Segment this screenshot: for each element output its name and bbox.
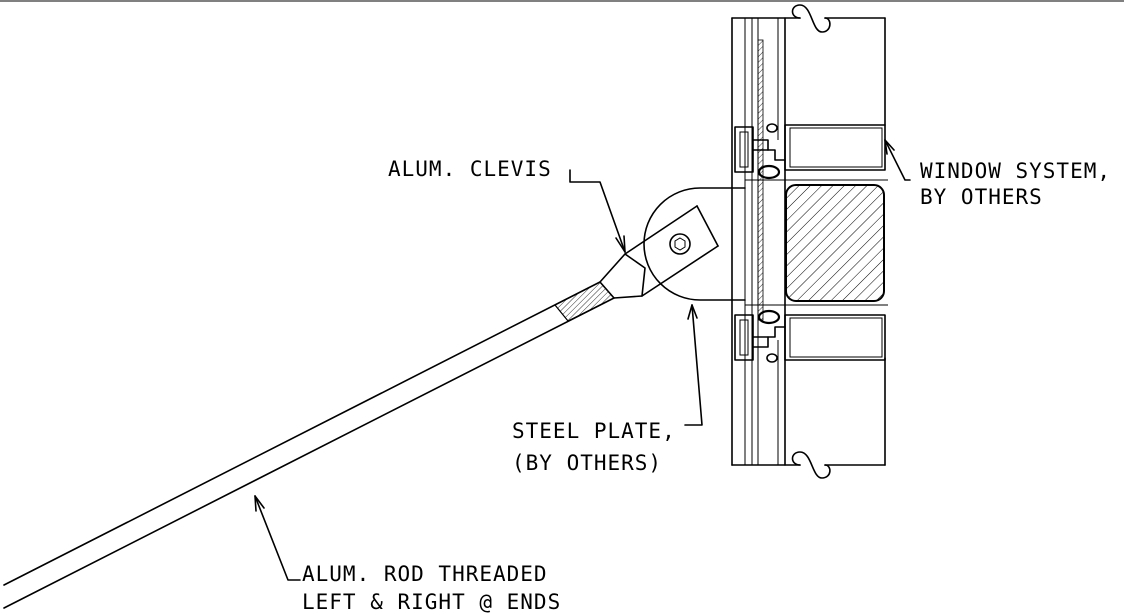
label-window-system-line1: WINDOW SYSTEM, bbox=[920, 159, 1111, 183]
label-steel-plate-line1: STEEL PLATE, bbox=[512, 419, 676, 443]
label-alum-rod-line2: LEFT & RIGHT @ ENDS bbox=[302, 590, 561, 614]
insulation-block bbox=[785, 184, 885, 302]
window-system bbox=[731, 4, 888, 479]
steel-plate bbox=[643, 187, 746, 301]
label-alum-rod-line1: ALUM. ROD THREADED bbox=[302, 562, 548, 586]
aluminum-rod bbox=[3, 281, 615, 609]
break-symbol-top bbox=[791, 4, 831, 33]
lower-clip-assembly bbox=[734, 309, 786, 363]
upper-clip-assembly bbox=[734, 123, 786, 180]
leader-steel-plate bbox=[684, 304, 703, 426]
clevis-pin bbox=[669, 233, 691, 255]
label-steel-plate-line2: (BY OTHERS) bbox=[512, 451, 662, 475]
leader-window-system bbox=[884, 139, 911, 181]
leader-alum-clevis bbox=[569, 169, 626, 253]
label-window-system-line2: BY OTHERS bbox=[920, 185, 1043, 209]
break-symbol-bottom bbox=[791, 451, 831, 479]
leader-alum-rod bbox=[254, 495, 301, 581]
aluminum-clevis bbox=[599, 205, 719, 299]
label-alum-clevis: ALUM. CLEVIS bbox=[388, 157, 552, 181]
